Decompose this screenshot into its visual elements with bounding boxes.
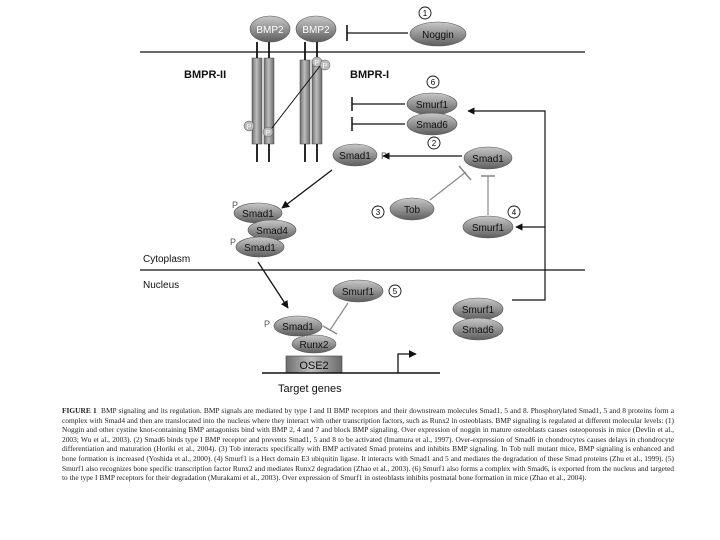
runx2-label: Runx2	[300, 340, 329, 351]
smurf1-step4: Smurf1	[462, 215, 514, 239]
smad1-nuclear: Smad1 P	[264, 315, 323, 337]
smad4-label: Smad4	[256, 226, 288, 237]
transcription-start-arrow	[397, 350, 417, 373]
figure-caption-lead: FIGURE 1	[62, 406, 97, 415]
ose2-element: OSE2	[285, 355, 343, 374]
svg-text:Smurf1: Smurf1	[462, 305, 495, 316]
svg-text:Smad1: Smad1	[472, 154, 504, 165]
svg-text:P: P	[323, 63, 328, 70]
smad1-receptor-bound: Smad1 P	[332, 143, 387, 167]
nucleus-label: Nucleus	[143, 280, 179, 291]
svg-text:P: P	[266, 130, 271, 137]
figure-caption: FIGURE 1 BMP signaling and its regulatio…	[62, 406, 674, 483]
step-marker-1: 1	[418, 6, 432, 20]
bmp2-ligand-left: BMP2	[249, 15, 291, 43]
smad-complex: Smad1 P Smad4 Smad1 P	[230, 200, 297, 258]
target-genes-label: Target genes	[278, 383, 342, 395]
svg-text:Smad6: Smad6	[416, 120, 448, 131]
bmpr1-receptor	[299, 42, 323, 162]
svg-text:P: P	[247, 124, 252, 131]
svg-text:Smurf1: Smurf1	[472, 223, 505, 234]
receptor-phosphorylation-line	[271, 65, 321, 129]
step-marker-6: 6	[426, 75, 440, 89]
tob-protein: Tob	[389, 197, 435, 221]
step-marker-4: 4	[507, 205, 521, 219]
cytoplasm-label: Cytoplasm	[143, 254, 190, 265]
svg-text:5: 5	[393, 287, 398, 296]
bmpr1-label: BMPR-I	[350, 69, 389, 81]
svg-text:P: P	[232, 200, 238, 210]
tob-inhibit-line	[429, 171, 467, 201]
smurf1-inhibit-runx2-bar	[322, 325, 338, 335]
bmp2-ligand-right: BMP2	[295, 15, 337, 43]
runx2-protein: Runx2	[291, 334, 337, 354]
phosphate-receptor-mid-2: P	[262, 126, 274, 138]
smurf1-step5: Smurf1	[332, 279, 384, 303]
nuclear-translocation-arrow	[257, 261, 289, 309]
smurf1-smad6-complex-nuclear: Smurf1 Smad6	[452, 297, 504, 341]
figure-caption-text: BMP signaling and its regulation. BMP si…	[62, 406, 674, 483]
smurf1-inhibit-runx2-line	[329, 302, 349, 331]
svg-text:4: 4	[512, 208, 517, 217]
svg-text:P: P	[315, 60, 320, 67]
smurf1-smad6-complex-upper: Smurf1 Smad6	[406, 92, 458, 136]
bmpr2-label: BMPR-II	[184, 69, 226, 81]
svg-text:Smad1: Smad1	[242, 209, 274, 220]
svg-text:3: 3	[376, 208, 381, 217]
step-marker-5: 5	[388, 284, 402, 298]
ose2-label: OSE2	[299, 360, 328, 372]
bmp2-label-right: BMP2	[302, 25, 330, 36]
noggin-label: Noggin	[422, 30, 454, 41]
phosphate-receptor-mid-1: P	[243, 120, 255, 132]
smad1-to-complex-arrow	[281, 169, 333, 209]
svg-text:2: 2	[432, 139, 437, 148]
tob-inhibit-bar	[458, 165, 472, 181]
svg-text:6: 6	[431, 78, 436, 87]
svg-text:Smad6: Smad6	[462, 325, 494, 336]
svg-text:Smad1: Smad1	[282, 322, 314, 333]
svg-text:Smurf1: Smurf1	[416, 100, 449, 111]
noggin-protein: Noggin	[409, 21, 467, 47]
svg-text:1: 1	[423, 9, 428, 18]
bmpr2-receptor	[251, 42, 275, 162]
bmp2-label-left: BMP2	[256, 25, 284, 36]
smad1-label: Smad1	[339, 151, 371, 162]
step-marker-3: 3	[371, 205, 385, 219]
smad1-free-right: Smad1	[463, 146, 513, 170]
phosphate-receptor-top-2: P	[319, 59, 331, 71]
step-marker-2: 2	[427, 136, 441, 150]
export-loop-line	[467, 107, 546, 301]
svg-text:Smad1: Smad1	[244, 243, 276, 254]
svg-text:P: P	[264, 319, 270, 329]
tob-label: Tob	[404, 205, 421, 216]
svg-text:P: P	[230, 237, 236, 247]
svg-text:Smurf1: Smurf1	[342, 287, 375, 298]
